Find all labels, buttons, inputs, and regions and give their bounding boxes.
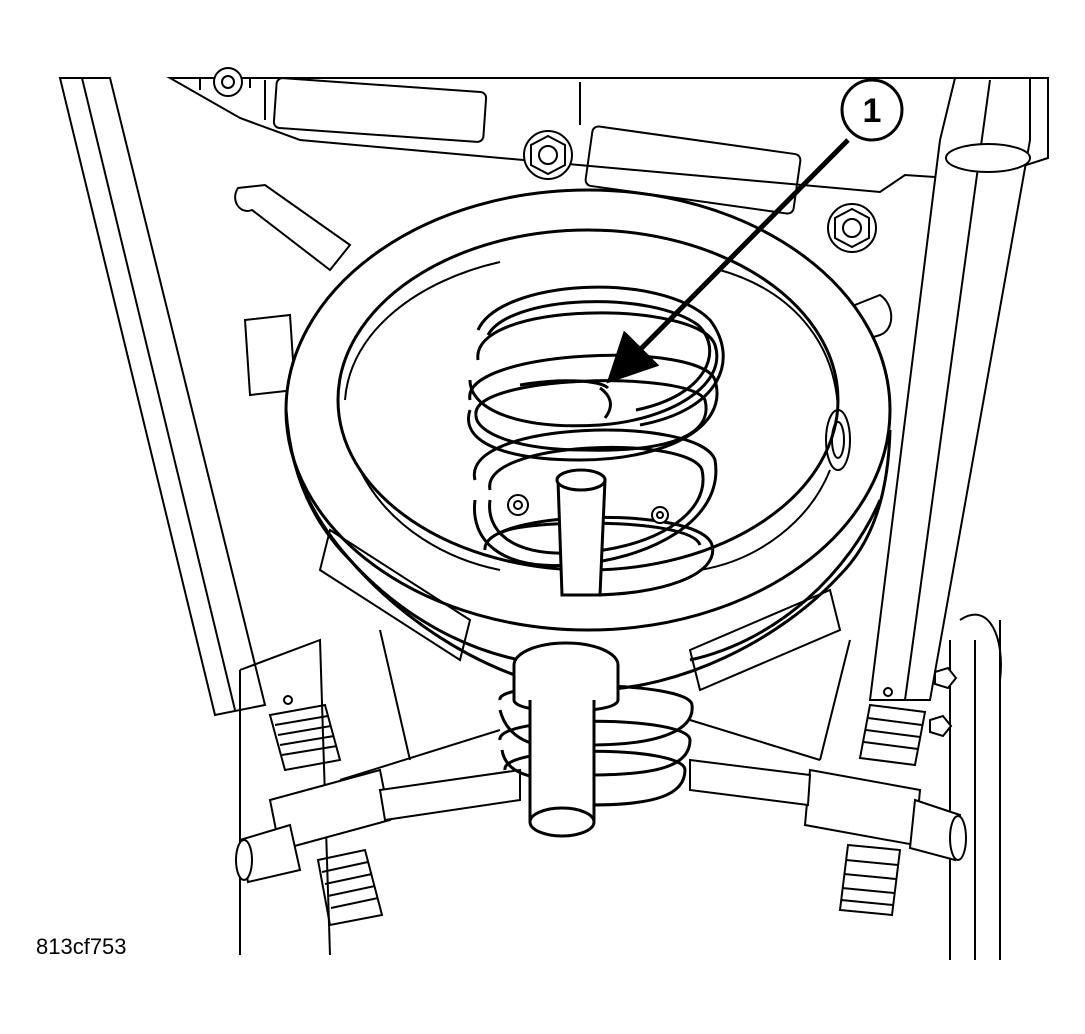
ring-inner-details	[344, 261, 851, 571]
callout-1: 1	[840, 78, 904, 142]
compressor-ring	[284, 188, 892, 692]
right-guide-rod	[868, 77, 1031, 701]
center-shaft	[512, 468, 620, 838]
bracket-nut-right	[827, 203, 877, 253]
side-bolts	[929, 666, 958, 738]
coil-spring	[467, 285, 725, 597]
bracket-nut-left	[523, 130, 573, 180]
upper-bracket-plate	[166, 77, 1049, 215]
callout-number: 1	[863, 92, 882, 130]
left-guide-rod	[58, 77, 293, 717]
lower-cross-bar	[235, 758, 967, 884]
right-threaded-rod	[838, 703, 927, 917]
bracket-nut-small	[213, 67, 243, 97]
lower-frame	[239, 613, 1002, 960]
inner-bolts	[507, 494, 669, 524]
callout-arrow	[606, 138, 850, 384]
figure-id: 813cf753	[36, 934, 127, 959]
